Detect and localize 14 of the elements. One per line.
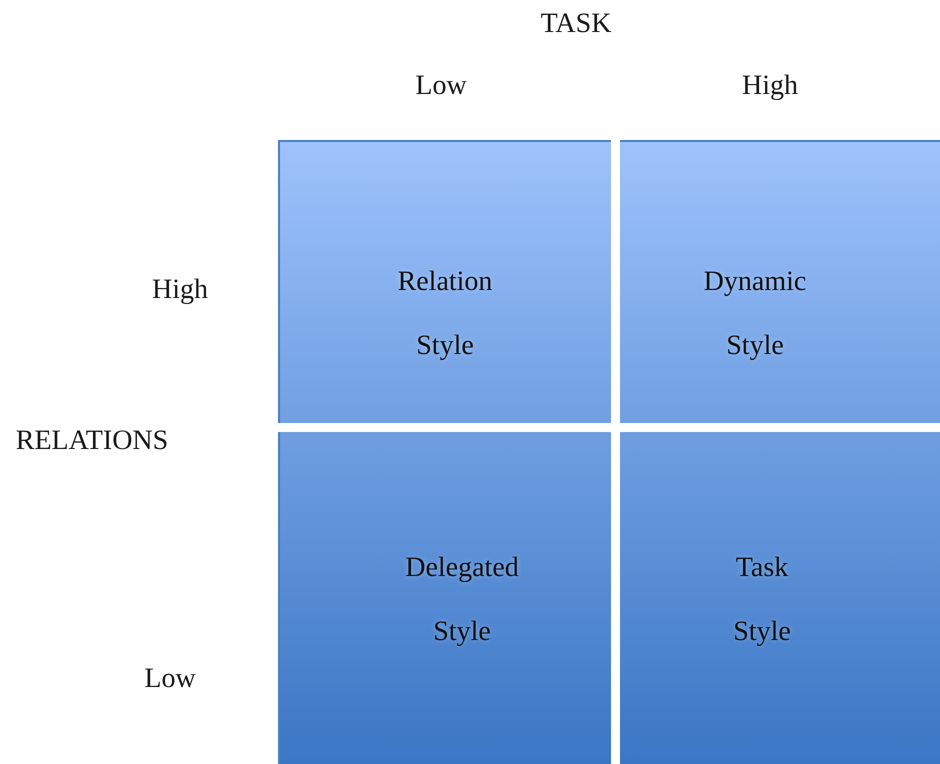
- axis-label: High: [742, 69, 798, 103]
- quadrant-box: [620, 432, 940, 764]
- axis-label: RELATIONS: [16, 424, 168, 458]
- quadrant-label: Delegated Style: [405, 551, 519, 649]
- quadrant-box: [278, 140, 611, 423]
- axis-label: TASK: [540, 7, 612, 41]
- axis-label: Low: [144, 662, 196, 696]
- quadrant-label: Dynamic Style: [704, 265, 806, 363]
- axis-label: Low: [415, 69, 467, 103]
- quadrant-label: Task Style: [733, 551, 791, 649]
- axis-label: High: [152, 273, 208, 307]
- quadrant-box: [620, 140, 940, 423]
- quadrant-label: Relation Style: [398, 265, 492, 363]
- quadrant-box: [278, 432, 611, 764]
